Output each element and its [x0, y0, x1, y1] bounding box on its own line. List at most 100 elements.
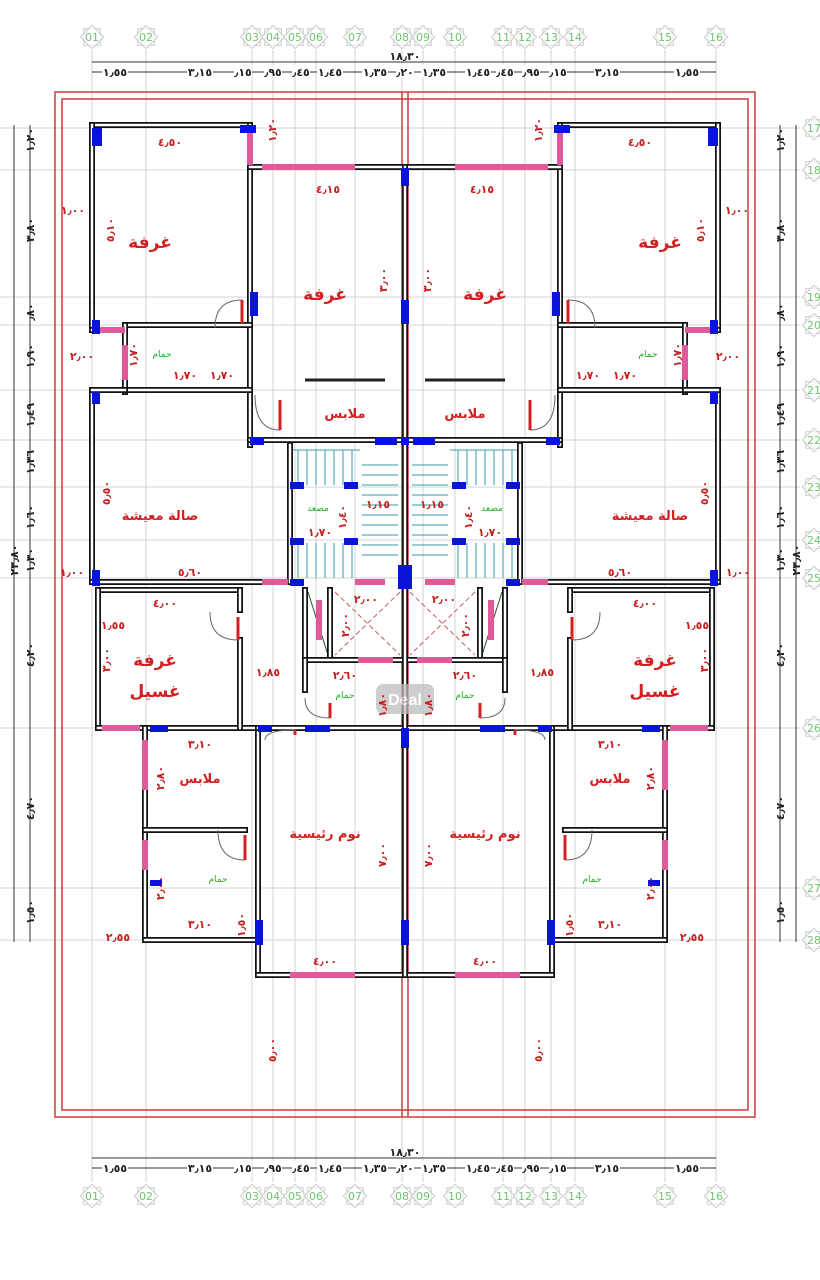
grid-bubble	[389, 24, 415, 50]
grid-bubble	[303, 1183, 329, 1209]
room-dimension-label: ٢٫٨٠	[644, 766, 657, 790]
column	[250, 292, 258, 316]
dim-label-bg	[674, 65, 700, 77]
room-dimension-label: ٣٫١٠	[598, 738, 622, 751]
room-dimension-label: ٤٫١٥	[316, 183, 341, 196]
dim-label-bg	[549, 1161, 567, 1173]
dim-label-bg	[187, 65, 213, 77]
boundary-outer	[54, 91, 756, 1118]
grid-bubble-label: 03	[245, 1190, 259, 1203]
room-dimension-label: ٣٫٠٠	[698, 648, 711, 672]
dim-label-bg	[421, 1161, 447, 1173]
top-dimension-label: ٫١٥	[234, 66, 252, 79]
room-dimension-label: ٣٫١٠	[188, 738, 212, 751]
column	[240, 125, 256, 133]
room-dimension-label: ٢٫٨٠	[154, 766, 167, 790]
grid-bubble-label: 19	[807, 291, 820, 304]
room-dimension-label: ٢٫٠٠	[70, 350, 94, 363]
window	[670, 725, 708, 731]
room-dimension-label: ١٫٧٠	[210, 369, 234, 382]
grid-bubble-label: 03	[245, 31, 259, 44]
grid-bubble-label: 10	[448, 1190, 462, 1203]
side-dimension-label: ١٫٥٠	[774, 900, 787, 924]
room-dimension-label: ٢٫٠٠	[154, 876, 167, 900]
dim-label-bg	[465, 65, 491, 77]
dim-label-bg	[522, 65, 540, 77]
room-label: مصعد	[307, 504, 329, 514]
window	[262, 579, 288, 585]
room-dimension-label: ١٫٨٥	[530, 666, 555, 679]
door-swing	[564, 829, 593, 861]
room-label: غرفة	[133, 651, 177, 671]
grid-bubble	[410, 24, 436, 50]
dim-label-bg	[396, 1161, 414, 1173]
column	[150, 880, 162, 886]
room-label: حمام	[582, 875, 601, 885]
grid-bubble	[703, 1183, 729, 1209]
door-swing	[567, 299, 596, 329]
window	[662, 840, 668, 870]
dim-label-bg	[674, 1161, 700, 1173]
room-dimension-label: ٧٫٠٠	[376, 843, 389, 867]
room-label: حمام	[335, 691, 354, 701]
room-dimension-label: ٢٫٠٠	[644, 876, 657, 900]
room-label: غرفة	[633, 651, 677, 671]
dim-label-bg	[496, 65, 514, 77]
grid-bubble-label: 01	[85, 31, 99, 44]
door-swing	[214, 299, 243, 329]
room-dimension-label: ٢٫٠٠	[354, 593, 378, 606]
top-dimension-label: ١٫٣٥	[422, 66, 447, 79]
grid-bubble	[410, 1183, 436, 1209]
dim-label-bg	[187, 1161, 213, 1173]
top-dimension-label: ٫٩٥	[264, 1162, 282, 1175]
column	[506, 579, 520, 586]
window	[122, 345, 128, 380]
top-dimension-label: ١٫٤٥	[318, 66, 343, 79]
door-swing	[254, 394, 281, 431]
side-dimension-label: ١٫٥٠	[24, 900, 37, 924]
top-dimension-label: ٣٫١٥	[595, 66, 620, 79]
window	[455, 972, 520, 978]
doors	[209, 299, 601, 861]
column	[452, 482, 466, 489]
door-swing	[514, 729, 546, 741]
top-dimension-label: ٫١٥	[549, 66, 567, 79]
dim-label-bg	[594, 1161, 620, 1173]
grid-bubble-label: 20	[807, 319, 820, 332]
grid-bubble-label: 12	[518, 31, 532, 44]
column	[506, 482, 520, 489]
elevator-cross	[409, 591, 476, 656]
room-dimension-label: ٥٫٦٠	[608, 566, 632, 579]
column	[290, 579, 304, 586]
side-dimension-label: ٫٨٠	[24, 303, 37, 321]
side-dimension-label: ١٫٤٩	[24, 403, 37, 428]
side-dimension-label: ٣٫٨٠	[24, 218, 37, 242]
dim-label-bg	[496, 1161, 514, 1173]
elevator-cross	[334, 591, 401, 656]
window	[488, 600, 494, 640]
window	[102, 725, 140, 731]
room-dimension-label: ٣٫١٠	[598, 918, 622, 931]
column	[538, 725, 552, 732]
top-dimension-label: ٣٫١٥	[595, 1162, 620, 1175]
side-dimension-label: ٤٫٢٠	[774, 643, 787, 667]
top-dimension-label: ١٫٤٥	[318, 1162, 343, 1175]
walls	[89, 122, 721, 978]
room-dimension-label: ٥٫١٠	[104, 218, 117, 242]
dim-label-bg	[421, 65, 447, 77]
window	[355, 579, 385, 585]
room-label: ملابس	[179, 772, 220, 787]
column	[710, 570, 718, 586]
grid-bubble-label: 10	[448, 31, 462, 44]
side-dimension-label: ١٫٣٠	[774, 548, 787, 572]
window	[522, 579, 548, 585]
top-dimension-label: ١٫٥٥	[103, 66, 128, 79]
room-dimension-label: ١٫٧٠	[127, 343, 140, 367]
column	[250, 437, 264, 445]
grid-bubble	[260, 1183, 286, 1209]
side-dimension-label: ١٫٦٠	[24, 505, 37, 529]
room-dimension-label: ١٫٧٠	[613, 369, 637, 382]
top-dimension-label: ٫٤٥	[496, 66, 514, 79]
room-label: حمام	[152, 350, 171, 360]
column	[506, 538, 520, 545]
